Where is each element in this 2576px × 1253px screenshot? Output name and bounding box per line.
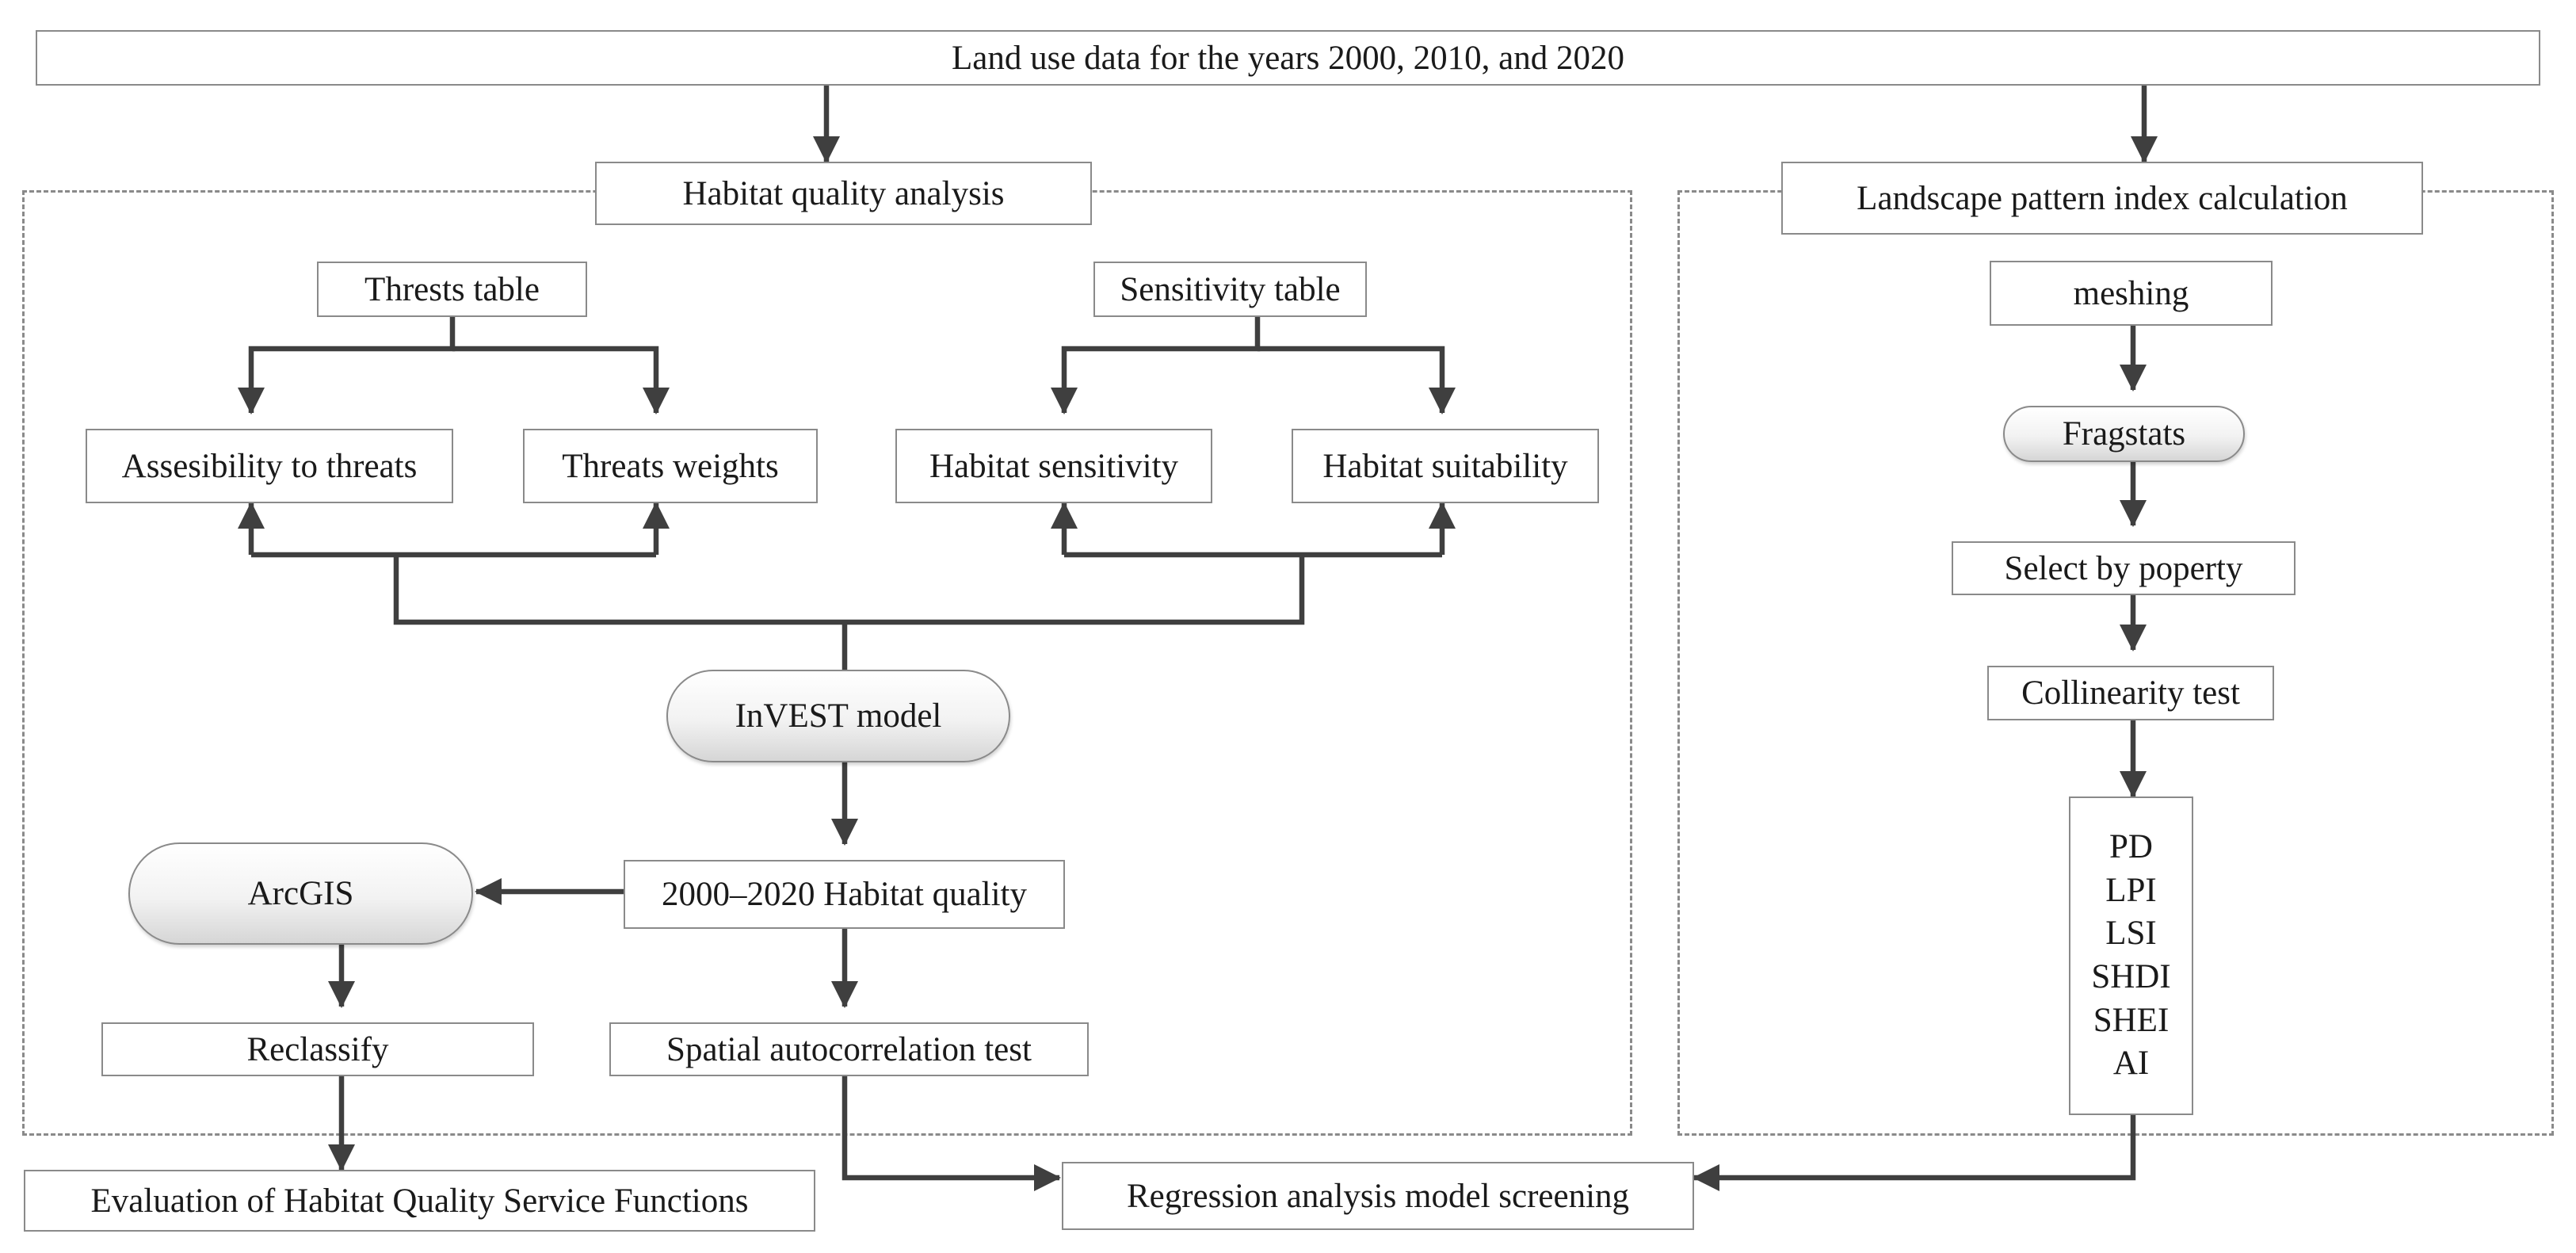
index-lsi: LSI: [2105, 915, 2157, 953]
habitat-sensitivity-box: Habitat sensitivity: [895, 429, 1212, 503]
index-shei: SHEI: [2093, 1001, 2170, 1039]
regression-box: Regression analysis model screening: [1062, 1162, 1694, 1230]
habitat-quality-box: 2000–2020 Habitat quality: [624, 860, 1065, 929]
landscape-indices-box: PD LPI LSI SHDI SHEI AI: [2069, 796, 2193, 1115]
sensitivity-table-box: Sensitivity table: [1093, 262, 1367, 317]
assesibility-box: Assesibility to threats: [86, 429, 453, 503]
arrow-sensitivity-to-habitat-sensitivity: [1051, 317, 1261, 414]
evaluation-box: Evaluation of Habitat Quality Service Fu…: [24, 1170, 815, 1232]
index-shdi: SHDI: [2091, 958, 2171, 995]
reclassify-box: Reclassify: [101, 1022, 534, 1076]
arrow-threats-to-assesibility: [238, 317, 456, 414]
index-ai: AI: [2112, 1045, 2150, 1083]
arrow-threats-to-weights: [452, 346, 670, 414]
habitat-suitability-box: Habitat suitability: [1292, 429, 1599, 503]
invest-model-node: InVEST model: [666, 670, 1010, 762]
arcgis-node: ArcGIS: [128, 842, 473, 945]
index-pd: PD: [2109, 828, 2153, 866]
fragstats-node: Fragstats: [2003, 406, 2245, 462]
arrow-indices-to-regression: [1693, 1115, 2136, 1191]
landscape-pattern-title: Landscape pattern index calculation: [1781, 162, 2423, 235]
arrow-sensitivity-to-suitability: [1257, 346, 1456, 414]
collinearity-test-box: Collinearity test: [1987, 666, 2274, 720]
meshing-box: meshing: [1990, 261, 2273, 326]
index-lpi: LPI: [2105, 871, 2157, 909]
spatial-autocorrelation-box: Spatial autocorrelation test: [609, 1022, 1089, 1076]
arrow-spatial-to-regression: [841, 1076, 1061, 1191]
select-by-property-box: Select by poperty: [1952, 541, 2296, 595]
input-bus: [393, 555, 1305, 625]
habitat-quality-title: Habitat quality analysis: [595, 162, 1092, 225]
threats-table-box: Thrests table: [317, 262, 587, 317]
source-data-box: Land use data for the years 2000, 2010, …: [36, 30, 2540, 86]
threats-weights-box: Threats weights: [523, 429, 818, 503]
